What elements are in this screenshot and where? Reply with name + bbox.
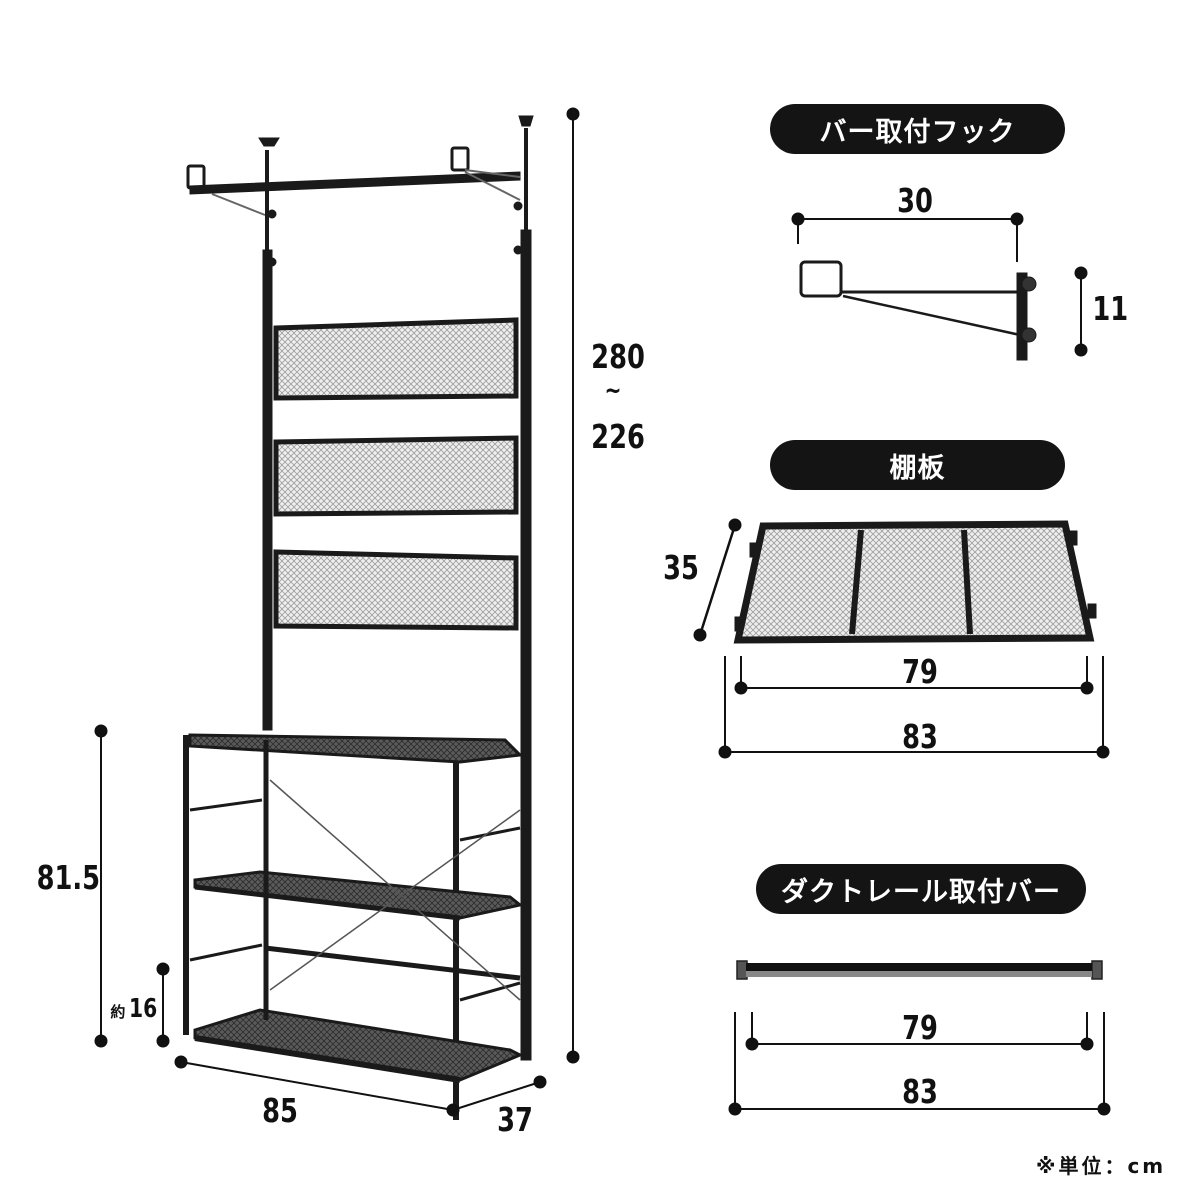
hook-section-title: バー取付フック — [770, 104, 1065, 154]
hook-height-label: 11 — [1092, 289, 1129, 328]
total-height-max: 280 — [591, 337, 645, 376]
bottom-clearance-label: 約 16 — [110, 994, 162, 1024]
duct-rail-bar-section-title: ダクトレール取付バー — [756, 864, 1086, 914]
rack-illustration — [183, 115, 534, 1120]
lower-height-label: 81.5 — [36, 858, 101, 897]
shelf-outer-width-label: 83 — [902, 717, 938, 756]
hook-width-label: 30 — [897, 181, 933, 220]
duct-rail-bar-illustration — [736, 960, 1103, 980]
shelf-board-dimension-lines — [693, 518, 1110, 759]
hook-illustration — [799, 260, 1037, 361]
approx-prefix: 約 — [110, 1003, 126, 1021]
shelf-inner-width-label: 79 — [902, 652, 938, 691]
rack-dimension-lines — [94, 107, 580, 1117]
duct-bar-inner-width-label: 79 — [902, 1008, 938, 1047]
bottom-clearance-value: 16 — [129, 994, 158, 1024]
rack-depth-label: 37 — [497, 1100, 533, 1139]
shelf-board-section-title: 棚板 — [770, 440, 1065, 490]
duct-rail-bar-dimension-lines — [728, 1012, 1111, 1116]
total-height-separator: ~ — [604, 376, 622, 406]
shelf-board-illustration — [733, 520, 1097, 644]
duct-bar-outer-width-label: 83 — [902, 1072, 938, 1111]
hook-dimension-lines — [791, 212, 1088, 357]
rack-width-label: 85 — [262, 1091, 298, 1130]
shelf-depth-label: 35 — [663, 548, 699, 587]
unit-note: ※単位：cm — [1036, 1154, 1167, 1178]
total-height-min: 226 — [591, 417, 645, 456]
